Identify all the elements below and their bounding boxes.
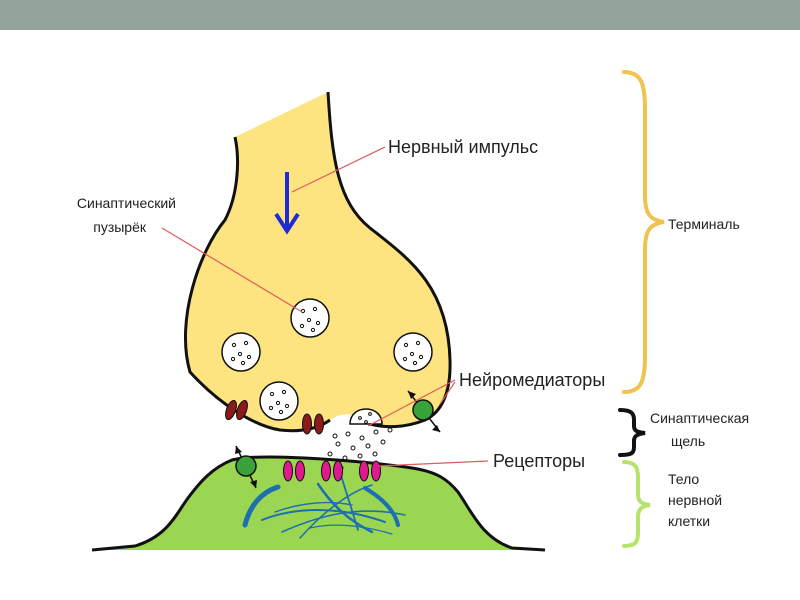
- leader-lines: [161, 146, 489, 467]
- label-cleft-line1: Синаптическая: [650, 410, 749, 426]
- fusing-vesicle: [349, 408, 383, 425]
- vesicle-contents: [230, 306, 424, 424]
- label-receptors: Рецепторы: [493, 451, 585, 471]
- synaptic-vesicle: [290, 298, 330, 338]
- label-vesicle-line1: Синаптический: [77, 195, 176, 211]
- leader-vesicle: [161, 227, 303, 313]
- neurotransmitter-molecules: [327, 427, 393, 471]
- label-body-line3: клетки: [668, 513, 710, 529]
- nerve-cell-outline: [91, 455, 546, 552]
- synaptic-vesicle: [393, 332, 433, 372]
- cleft-brace: [618, 408, 646, 457]
- label-terminal: Терминаль: [668, 216, 740, 232]
- leader-impulse: [291, 146, 386, 193]
- terminal-brace: [622, 70, 665, 394]
- label-cleft-line2: щель: [671, 433, 705, 449]
- body-brace: [622, 460, 651, 548]
- down-arrow-icon: [274, 172, 300, 235]
- transporter-top: [407, 390, 441, 433]
- axon-terminal-outline: [184, 91, 452, 433]
- label-neurotransmitters: Нейромедиаторы: [459, 370, 605, 390]
- header-bar: [0, 0, 800, 30]
- synaptic-vesicle: [259, 381, 299, 421]
- leader-neuro-2: [439, 381, 456, 405]
- synaptic-vesicle: [221, 332, 261, 372]
- nerve-cell-body: [92, 457, 545, 550]
- label-body-line2: нервной: [668, 492, 722, 508]
- transporter-bottom: [235, 445, 257, 489]
- leader-neuro-1: [367, 379, 456, 427]
- leader-receptors: [377, 460, 489, 467]
- label-body-line1: Тело: [668, 471, 699, 487]
- label-vesicle-line2: пузырёк: [93, 219, 147, 235]
- cell-fibers: [242, 471, 406, 539]
- presynaptic-channels: [225, 399, 324, 435]
- synaptic-vesicles: [221, 298, 433, 421]
- label-impulse: Нервный импульс: [388, 137, 538, 157]
